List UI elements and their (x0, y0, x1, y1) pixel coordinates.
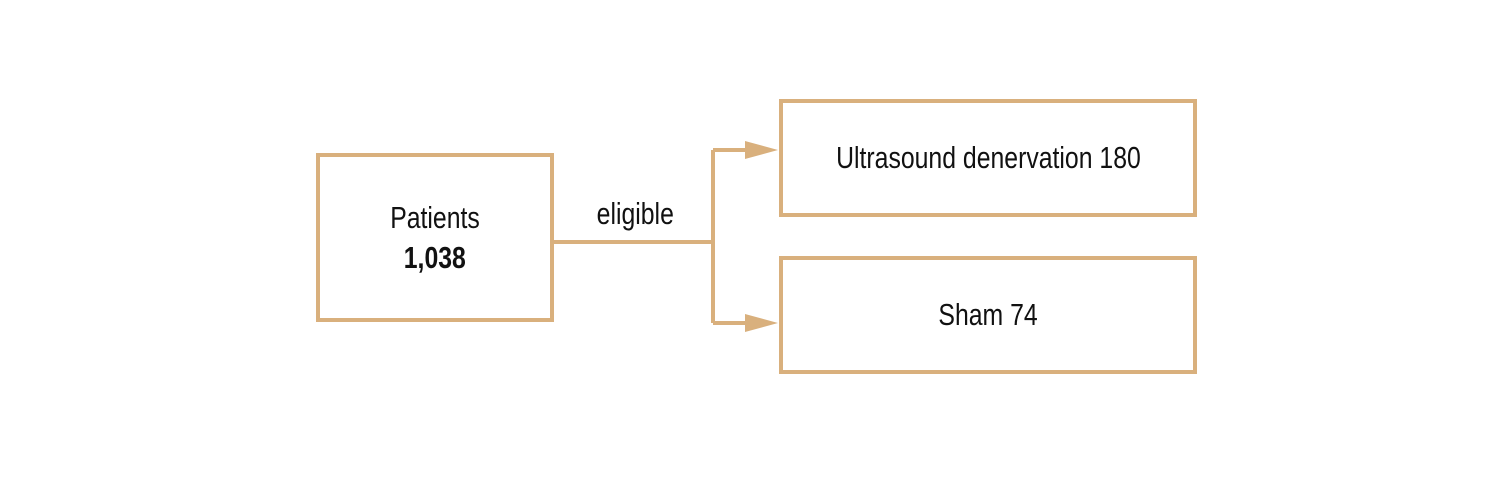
arrowhead-bottom (745, 314, 778, 332)
eligible-label-wrap: eligible (560, 194, 710, 234)
sham-box: Sham 74 (779, 256, 1197, 374)
patients-label: Patients (390, 199, 480, 235)
ultrasound-label: Ultrasound denervation 180 (835, 140, 1141, 175)
sham-label: Sham 74 (938, 297, 1038, 332)
patients-box: Patients 1,038 (316, 153, 554, 322)
ultrasound-box: Ultrasound denervation 180 (779, 99, 1197, 217)
eligible-label: eligible (596, 196, 674, 231)
arrowhead-top (745, 141, 778, 159)
connector-lines (553, 148, 750, 325)
patients-count: 1,038 (403, 239, 467, 275)
